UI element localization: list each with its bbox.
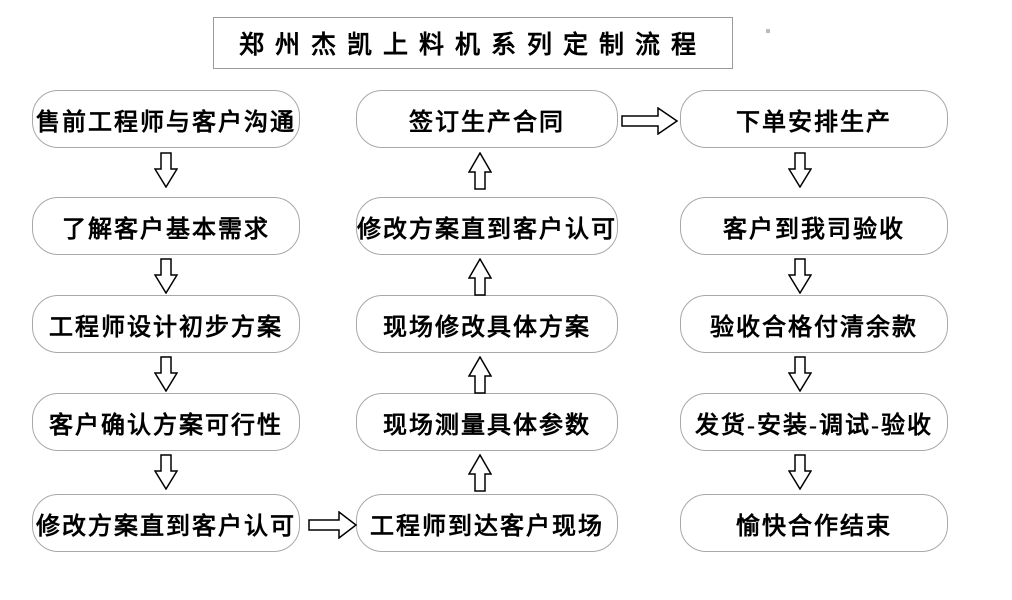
right-arrow-icon	[308, 511, 358, 539]
down-arrow-icon	[154, 356, 178, 392]
down-arrow-icon	[788, 258, 812, 294]
step-presales-communication: 售前工程师与客户沟通	[32, 90, 300, 148]
down-arrow-icon	[788, 454, 812, 490]
down-arrow-icon	[154, 152, 178, 188]
step-modify-plan-onsite: 现场修改具体方案	[356, 295, 618, 353]
up-arrow-icon	[468, 258, 492, 296]
step-engineer-arrives-onsite: 工程师到达客户现场	[356, 494, 618, 552]
step-customer-acceptance-visit: 客户到我司验收	[680, 197, 948, 255]
step-pay-balance: 验收合格付清余款	[680, 295, 948, 353]
down-arrow-icon	[788, 152, 812, 188]
down-arrow-icon	[154, 258, 178, 294]
up-arrow-icon	[468, 356, 492, 394]
step-measure-parameters-onsite: 现场测量具体参数	[356, 393, 618, 451]
step-revise-until-approved: 修改方案直到客户认可	[32, 494, 300, 552]
right-arrow-icon	[621, 107, 679, 135]
step-confirm-feasibility: 客户确认方案可行性	[32, 393, 300, 451]
step-place-order-production: 下单安排生产	[680, 90, 948, 148]
step-cooperation-end: 愉快合作结束	[680, 494, 948, 552]
step-understand-needs: 了解客户基本需求	[32, 197, 300, 255]
down-arrow-icon	[788, 356, 812, 392]
artifact-dot	[766, 29, 770, 33]
step-revise-onsite-until-approved: 修改方案直到客户认可	[356, 197, 618, 255]
flowchart-title: 郑州杰凯上料机系列定制流程	[213, 17, 733, 69]
up-arrow-icon	[468, 454, 492, 492]
up-arrow-icon	[468, 152, 492, 190]
down-arrow-icon	[154, 454, 178, 490]
step-ship-install-debug-accept: 发货-安装-调试-验收	[680, 393, 948, 451]
step-initial-design: 工程师设计初步方案	[32, 295, 300, 353]
step-sign-contract: 签订生产合同	[356, 90, 618, 148]
